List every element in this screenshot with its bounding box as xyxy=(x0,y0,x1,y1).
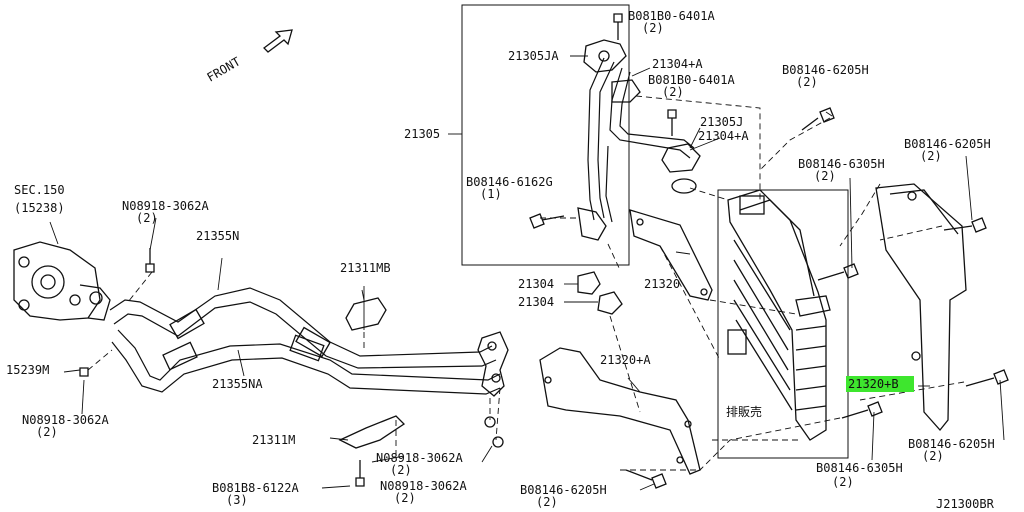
label-gasket-21304a-mid: 21304+A xyxy=(698,129,749,143)
tube-group-box xyxy=(461,4,630,266)
label-bolt-081b0-6401a-top-qty: (2) xyxy=(642,21,664,35)
clamp-21311m xyxy=(338,415,406,449)
bracket-21320b xyxy=(875,183,967,432)
label-bolt-08918-3062a-left: N08918-3062A xyxy=(22,413,109,427)
highlight-21320b xyxy=(846,376,914,392)
label-bolt-08146-6205h-right-qty: (2) xyxy=(920,149,942,163)
label-tube-21305: 21305 xyxy=(404,127,440,141)
hose-flange xyxy=(477,331,509,397)
label-bracket-21320: 21320 xyxy=(644,277,680,291)
label-15238: (15238) xyxy=(14,201,65,215)
label-bolt-08918-3062a-top-qty: (2) xyxy=(136,211,158,225)
label-tube-21305ja: 21305JA xyxy=(508,49,559,63)
label-bolt-081b8-6122a-qty: (3) xyxy=(226,493,248,507)
label-bolt-08918-3062a-low: N08918-3062A xyxy=(380,479,467,493)
label-bolt-08146-6205h-topright-qty: (2) xyxy=(796,75,818,89)
gasket-21304-a xyxy=(611,79,697,194)
label-bolt-081b8-6122a: B081B8-6122A xyxy=(212,481,299,495)
label-hose-21355na: 21355NA xyxy=(212,377,263,391)
hose-21355na xyxy=(111,329,501,395)
label-bolt-08918-3062a-low-qty: (2) xyxy=(394,491,416,505)
label-bolt-08146-6305h-bottom-qty: (2) xyxy=(832,475,854,489)
bracket-21320 xyxy=(629,209,713,301)
label-bolt-081b0-6401a-mid-qty: (2) xyxy=(662,85,684,99)
diagram-code: J21300BR xyxy=(936,497,995,511)
label-bracket-21320b: 21320+B xyxy=(848,377,899,391)
label-bolt-08146-6205h-lowright: B08146-6205H xyxy=(908,437,995,451)
bolt-icons xyxy=(79,13,1009,489)
label-bolt-08146-6205h-topright: B08146-6205H xyxy=(782,63,869,77)
label-gasket-21304a-top: 21304+A xyxy=(652,57,703,71)
label-bolt-08146-6205h-lowright-qty: (2) xyxy=(922,449,944,463)
label-bolt-08146-6205h-bottom-qty: (2) xyxy=(536,495,558,509)
oil-cooler xyxy=(727,189,831,441)
label-clamp-21311m: 21311M xyxy=(252,433,295,447)
tube-21305 xyxy=(577,39,701,241)
label-bolt-08146-6205h-right: B08146-6205H xyxy=(904,137,991,151)
gasket-21304 xyxy=(577,271,623,315)
cooler-group-box xyxy=(717,189,849,459)
label-bolt-08918-3062a-mid: N08918-3062A xyxy=(376,451,463,465)
label-hose-21355n: 21355N xyxy=(196,229,239,243)
label-bolt-081b0-6401a-mid: B081B0-6401A xyxy=(648,73,735,87)
front-arrow-icon xyxy=(263,29,293,53)
label-bolt-08146-6162g-qty: (1) xyxy=(480,187,502,201)
front-label: FRONT xyxy=(205,54,243,84)
clamp-21311mb xyxy=(345,286,387,331)
hose-21355n xyxy=(109,287,497,369)
label-bolt-08918-3062a-mid-qty: (2) xyxy=(390,463,412,477)
label-bolt-08146-6305h-bottom: B08146-6305H xyxy=(816,461,903,475)
label-bolt-08918-3062a-left-qty: (2) xyxy=(36,425,58,439)
label-not-for-sale: 排販売 xyxy=(726,404,762,419)
label-15239m: 15239M xyxy=(6,363,49,377)
label-gasket-21304-b: 21304 xyxy=(518,295,554,309)
label-sec150: SEC.150 xyxy=(14,183,65,197)
label-bolt-08146-6162g: B08146-6162G xyxy=(466,175,553,189)
pump-assembly xyxy=(13,241,111,321)
label-gasket-21304-a: 21304 xyxy=(518,277,554,291)
label-bolt-08146-6305h-right-qty: (2) xyxy=(814,169,836,183)
leader-lines xyxy=(49,55,1005,491)
label-bolt-081b0-6401a-top: B081B0-6401A xyxy=(628,9,715,23)
part-labels: SEC.150 (15238) 15239M N08918-3062A (2) … xyxy=(6,9,995,511)
bracket-21320a xyxy=(539,347,701,475)
label-bolt-08918-3062a-top: N08918-3062A xyxy=(122,199,209,213)
label-bracket-21320a: 21320+A xyxy=(600,353,651,367)
label-bolt-08146-6305h-right: B08146-6305H xyxy=(798,157,885,171)
label-bolt-08146-6205h-bottom: B08146-6205H xyxy=(520,483,607,497)
label-tube-21305j: 21305J xyxy=(700,115,743,129)
label-clamp-21311mb: 21311MB xyxy=(340,261,391,275)
